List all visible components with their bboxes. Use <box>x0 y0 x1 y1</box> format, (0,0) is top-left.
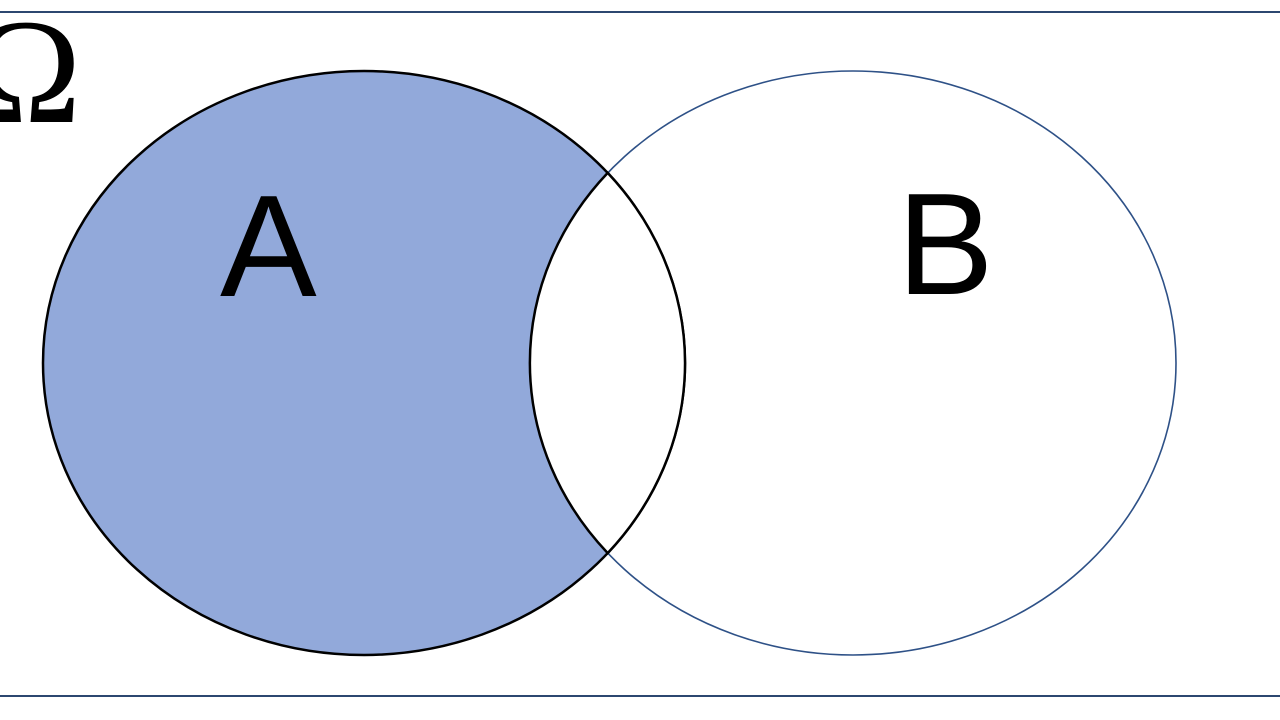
universal-set-label: Ω <box>0 0 81 155</box>
set-a-label: A <box>220 165 317 327</box>
set-b-label: B <box>897 163 994 325</box>
universe-border <box>0 11 1280 697</box>
intersection-region <box>528 171 687 555</box>
